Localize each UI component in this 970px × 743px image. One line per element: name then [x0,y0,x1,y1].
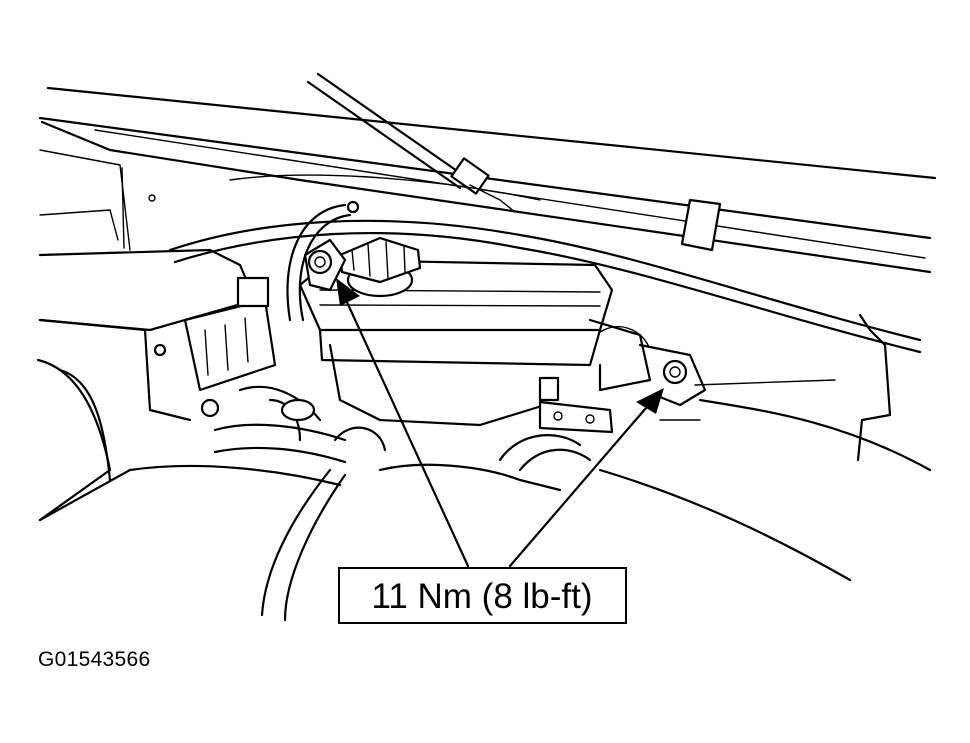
mounting-nut-left [303,200,360,292]
cowl-seal-tab [680,198,722,252]
lower-engine-lines [38,426,852,622]
hood-cable [306,72,516,213]
lower-hoses [213,203,352,464]
mounting-bracket-right [538,343,707,434]
electrical-connector [153,276,277,418]
reservoir-cap [338,236,422,298]
callout-arrow-right [508,388,664,568]
torque-value-label: 11 Nm (8 lb-ft) [371,577,592,616]
figure-id: G01543566 [38,648,151,671]
torque-callout: 11 Nm (8 lb-ft) [338,567,627,624]
wiring-harness [168,174,922,354]
fender-area [599,313,932,472]
callout-arrow-left [336,278,470,568]
cowl-panel [38,86,937,274]
